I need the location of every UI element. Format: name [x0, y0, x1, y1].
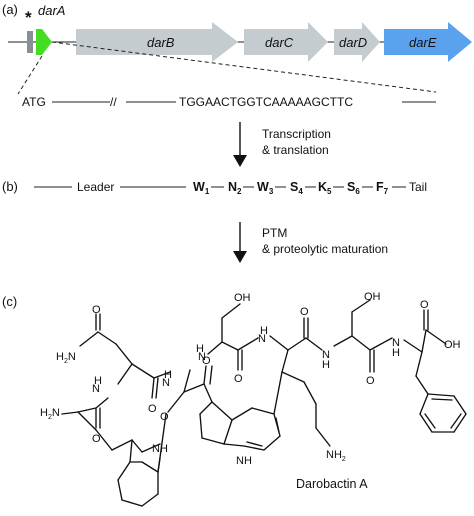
- atom-h-6: H: [392, 347, 400, 359]
- atom-o-top2: O: [300, 306, 309, 318]
- arrow-ptm-head: [233, 251, 247, 263]
- atom-oh-ser2: OH: [364, 291, 381, 303]
- core-peptide: W1 N2 W3 S4 K5 S6 F7: [193, 180, 389, 196]
- atom-nh-4: N: [258, 333, 266, 345]
- zoom-line-left: [17, 55, 43, 95]
- sequence-start-codon: ATG: [22, 95, 46, 109]
- gene-arrow-darE: [384, 22, 472, 62]
- gene-label-darD: darD: [339, 35, 367, 50]
- leader-label: Leader: [77, 180, 114, 194]
- atom-o-top3: O: [366, 375, 375, 387]
- gene-arrow-darC: [244, 22, 328, 62]
- gene-arrow-darD: [334, 22, 380, 62]
- atom-h-5: H: [322, 359, 330, 371]
- atom-nh-3: N: [198, 351, 206, 363]
- atom-nh-1: N: [92, 383, 100, 395]
- panel-label-b: (b): [2, 179, 18, 194]
- atom-o-asn: O: [92, 304, 101, 316]
- sequence-end: TGGAACTGGTCAAAAAGCTTC: [179, 95, 353, 109]
- gene-label-darC: darC: [265, 35, 294, 50]
- atom-nh-6: N: [392, 337, 400, 349]
- atom-h2n-asn: H2N: [56, 351, 76, 365]
- residue-S6: S6: [347, 180, 360, 196]
- darobactin-structure: O H2N N H O O H2N N H NH O O N H OH O N …: [40, 291, 467, 507]
- atom-o-acid: O: [420, 299, 429, 311]
- step2-line2: & proteolytic maturation: [262, 242, 388, 256]
- marker-gene: [27, 31, 33, 53]
- atom-oh-acid: OH: [444, 339, 461, 351]
- gene-label-darB: darB: [147, 35, 175, 50]
- asterisk-mark: *: [25, 8, 32, 27]
- atom-h2n-term: H2N: [40, 407, 60, 421]
- atom-h-3: H: [196, 343, 204, 355]
- residue-W3: W3: [257, 180, 274, 196]
- atom-h-1: H: [94, 375, 102, 387]
- tail-label: Tail: [409, 180, 427, 194]
- gene-arrow-darB: [76, 22, 238, 62]
- step1-line2: & translation: [262, 143, 329, 157]
- atom-nh-2: N: [162, 377, 170, 389]
- gene-label-darA: darA: [38, 3, 65, 18]
- compound-name: Darobactin A: [296, 477, 368, 491]
- gene-arrow-darA: [36, 29, 52, 55]
- atom-oh-ser1: OH: [234, 292, 251, 304]
- residue-S4: S4: [290, 180, 303, 196]
- atom-h-2: H: [164, 369, 172, 381]
- step2-line1: PTM: [262, 226, 287, 240]
- zoom-line-right: [51, 41, 437, 93]
- structure-bonds: [61, 299, 467, 507]
- step1-line1: Transcription: [262, 127, 331, 141]
- atom-o-top1: O: [234, 373, 243, 385]
- atom-o-low2: O: [92, 433, 101, 445]
- atom-o-low3: O: [202, 355, 211, 367]
- atom-nh-indole2: NH: [236, 455, 252, 467]
- residue-N2: N2: [228, 180, 242, 196]
- gene-label-darE: darE: [409, 35, 437, 50]
- atom-o-low1: O: [148, 403, 157, 415]
- atom-nh2-lys: NH2: [326, 449, 346, 463]
- residue-F7: F7: [376, 180, 389, 196]
- panel-label-a: (a): [2, 2, 18, 17]
- atom-ether-o: O: [160, 411, 169, 423]
- panel-label-c: (c): [2, 294, 17, 309]
- arrow-transcription-head: [233, 155, 247, 167]
- atom-h-4: H: [260, 325, 268, 337]
- atom-nh-5: N: [322, 349, 330, 361]
- atom-nh-indole1: NH: [152, 443, 168, 455]
- sequence-break-mark: //: [110, 95, 117, 109]
- residue-K5: K5: [318, 180, 332, 196]
- residue-W1: W1: [193, 180, 210, 196]
